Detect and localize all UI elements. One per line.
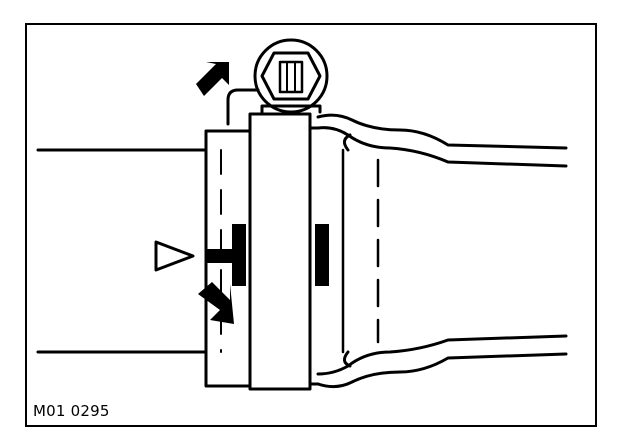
screw-hex-head (260, 51, 322, 101)
right-marker-bar (315, 224, 329, 286)
left-marker-bar (232, 224, 246, 286)
pipe-sleeve (204, 129, 252, 388)
lower-arrow-icon (198, 282, 234, 324)
hose-upper-inner (316, 126, 568, 168)
screw-post (260, 104, 322, 114)
hose-upper-outer (316, 113, 568, 150)
left-marker-stem (206, 249, 234, 263)
hose-lower-inner (316, 334, 568, 376)
clamp-tab (226, 88, 260, 126)
pipe-bead-top (343, 133, 352, 152)
screw-head-circle (253, 38, 329, 114)
hollow-triangle-pointer-icon (154, 240, 195, 272)
clamp-band (248, 112, 312, 391)
hose-lower-outer (316, 352, 568, 389)
pipe-bead-bottom (343, 350, 352, 368)
screw-slot (278, 60, 304, 94)
upper-arrow-icon (196, 62, 229, 96)
figure-reference-code: M01 0295 (33, 402, 110, 420)
